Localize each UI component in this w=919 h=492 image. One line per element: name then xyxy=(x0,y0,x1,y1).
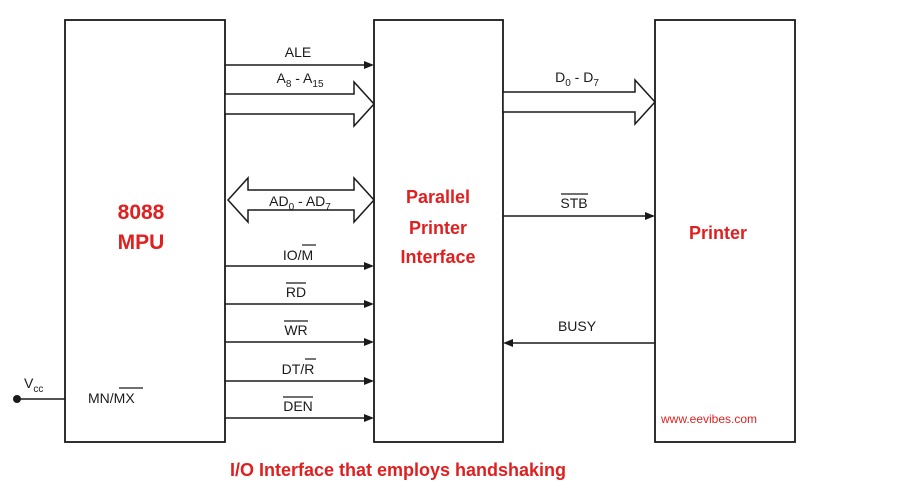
address-bus-label: A8 - A15 xyxy=(276,70,323,90)
ad-bus-arrow xyxy=(226,176,376,224)
data-bus-arrow xyxy=(502,78,657,126)
mpu-label-line2: MPU xyxy=(118,231,165,254)
rd-label: RD xyxy=(286,284,306,300)
io-m-signal: IO/M xyxy=(225,244,374,270)
busy-signal: BUSY xyxy=(503,318,655,347)
mpu-block xyxy=(64,19,226,443)
ale-label: ALE xyxy=(285,44,311,60)
ad-bus-label: AD0 - AD7 xyxy=(269,193,331,213)
address-bus: A8 - A15 xyxy=(224,70,376,128)
data-bus: D0 - D7 xyxy=(502,69,657,126)
interface-label-line1: Parallel xyxy=(406,187,470,207)
rd-signal: RD xyxy=(225,282,374,308)
wr-signal: WR xyxy=(225,320,374,346)
address-bus-arrow xyxy=(224,80,376,128)
vcc-input: Vcc xyxy=(13,375,65,403)
mn-mx-label: MN/MX xyxy=(88,390,135,406)
mpu-label-line1: 8088 xyxy=(118,201,165,224)
dt-r-label: DT/R xyxy=(282,361,315,377)
ad-bus: AD0 - AD7 xyxy=(226,176,376,224)
data-bus-label: D0 - D7 xyxy=(555,69,599,89)
vcc-label: Vcc xyxy=(24,375,43,395)
interface-block xyxy=(373,19,504,443)
printer-label: Printer xyxy=(689,223,747,243)
stb-signal: STB xyxy=(503,193,655,220)
busy-label: BUSY xyxy=(558,318,597,334)
printer-block xyxy=(654,19,796,443)
dt-r-signal: DT/R xyxy=(225,358,374,385)
interface-label-line3: Interface xyxy=(400,247,475,267)
wr-label: WR xyxy=(284,322,307,338)
den-signal: DEN xyxy=(225,396,374,422)
ale-signal: ALE xyxy=(225,44,374,69)
interface-label-line2: Printer xyxy=(409,218,467,238)
io-m-label: IO/M xyxy=(283,247,313,263)
stb-label: STB xyxy=(560,195,587,211)
watermark: www.eevibes.com xyxy=(660,412,757,426)
diagram-caption: I/O Interface that employs handshaking xyxy=(230,460,566,480)
den-label: DEN xyxy=(283,398,313,414)
